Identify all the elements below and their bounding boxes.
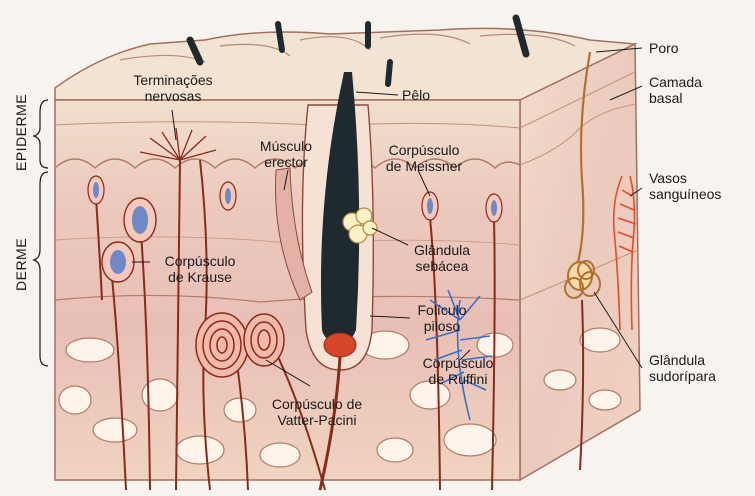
pacini-line-1: Corpúsculo de (271, 396, 363, 412)
camada-line-1: Camada (649, 74, 702, 90)
arrector-muscle (275, 167, 313, 301)
ruffini-line-1: Corpúsculo (422, 355, 494, 371)
poro-label: Poro (649, 40, 679, 56)
front-face (54, 99, 521, 481)
camada-label: Camada basal (649, 74, 702, 106)
meissner-line-1: Corpúsculo (388, 142, 460, 158)
hair-shafts (186, 14, 530, 87)
fat-cells (58, 327, 622, 468)
epiderme-label: EPIDERME (13, 93, 29, 171)
krause-line-2: de Krause (168, 269, 232, 285)
sweat-gland-coil (564, 260, 601, 299)
vasos-label: Vasos sanguíneos (649, 170, 721, 202)
ruffini-line-2: de Ruffini (428, 371, 488, 387)
foliculo-line-1: Folículo (417, 302, 467, 318)
sudoripara-line-2: sudorípara (649, 368, 716, 384)
sebaceous-gland (342, 207, 378, 244)
pacini-label: Corpúsculo de Vatter-Pacini (262, 396, 372, 428)
sebacea-line-2: sebácea (415, 258, 469, 274)
foliculo-line-2: piloso (423, 318, 461, 334)
hair-papilla (323, 332, 357, 358)
pacinian-corpuscles (195, 312, 285, 378)
musculo-label: Músculo erector (246, 138, 326, 170)
skin-fold-lines (119, 33, 576, 63)
musculo-line-1: Músculo (259, 138, 313, 154)
ruffini-corpuscle (425, 289, 493, 421)
main-hair (320, 72, 360, 345)
ruffini-label: Corpúsculo de Ruffini (408, 355, 508, 387)
sebacea-line-1: Glândula (413, 242, 471, 258)
camada-line-2: basal (649, 90, 683, 106)
hypodermis-line (54, 294, 521, 303)
derme-bracket (32, 171, 49, 367)
krause-label: Corpúsculo de Krause (150, 253, 250, 285)
leader-lines (132, 47, 643, 387)
terminacoes-line-1: Terminações (133, 72, 213, 88)
musculo-line-2: erector (264, 154, 308, 170)
meissner-cores (93, 182, 497, 216)
terminacoes-line-2: nervosas (144, 88, 202, 104)
derme-label: DERME (13, 237, 29, 291)
hair-nerve-vessel (318, 356, 342, 491)
epiderme-bracket (32, 99, 49, 169)
vasos-line-1: Vasos (649, 170, 687, 186)
skin-surface-top (54, 27, 638, 101)
sweat-duct (576, 51, 592, 263)
krause-line-1: Corpúsculo (164, 253, 236, 269)
vasos-line-2: sanguíneos (649, 186, 722, 202)
dermis-papillae-line (54, 158, 521, 169)
foliculo-label: Folículo piloso (404, 302, 480, 334)
krause-cores (110, 206, 148, 274)
free-nerve-endings (139, 127, 217, 161)
terminacoes-label: Terminações nervosas (114, 72, 232, 104)
pelo-label: Pêlo (402, 87, 431, 103)
sudoripara-line-1: Glândula (649, 352, 706, 368)
meissner-line-2: de Meissner (385, 158, 463, 174)
meissner-label: Corpúsculo de Meissner (374, 142, 474, 174)
sebacea-label: Glândula sebácea (400, 242, 484, 274)
pacini-line-2: Vatter-Pacini (277, 412, 357, 428)
sudoripara-label: Glândula sudorípara (649, 352, 716, 384)
sweat-gland-nerve (579, 299, 585, 471)
